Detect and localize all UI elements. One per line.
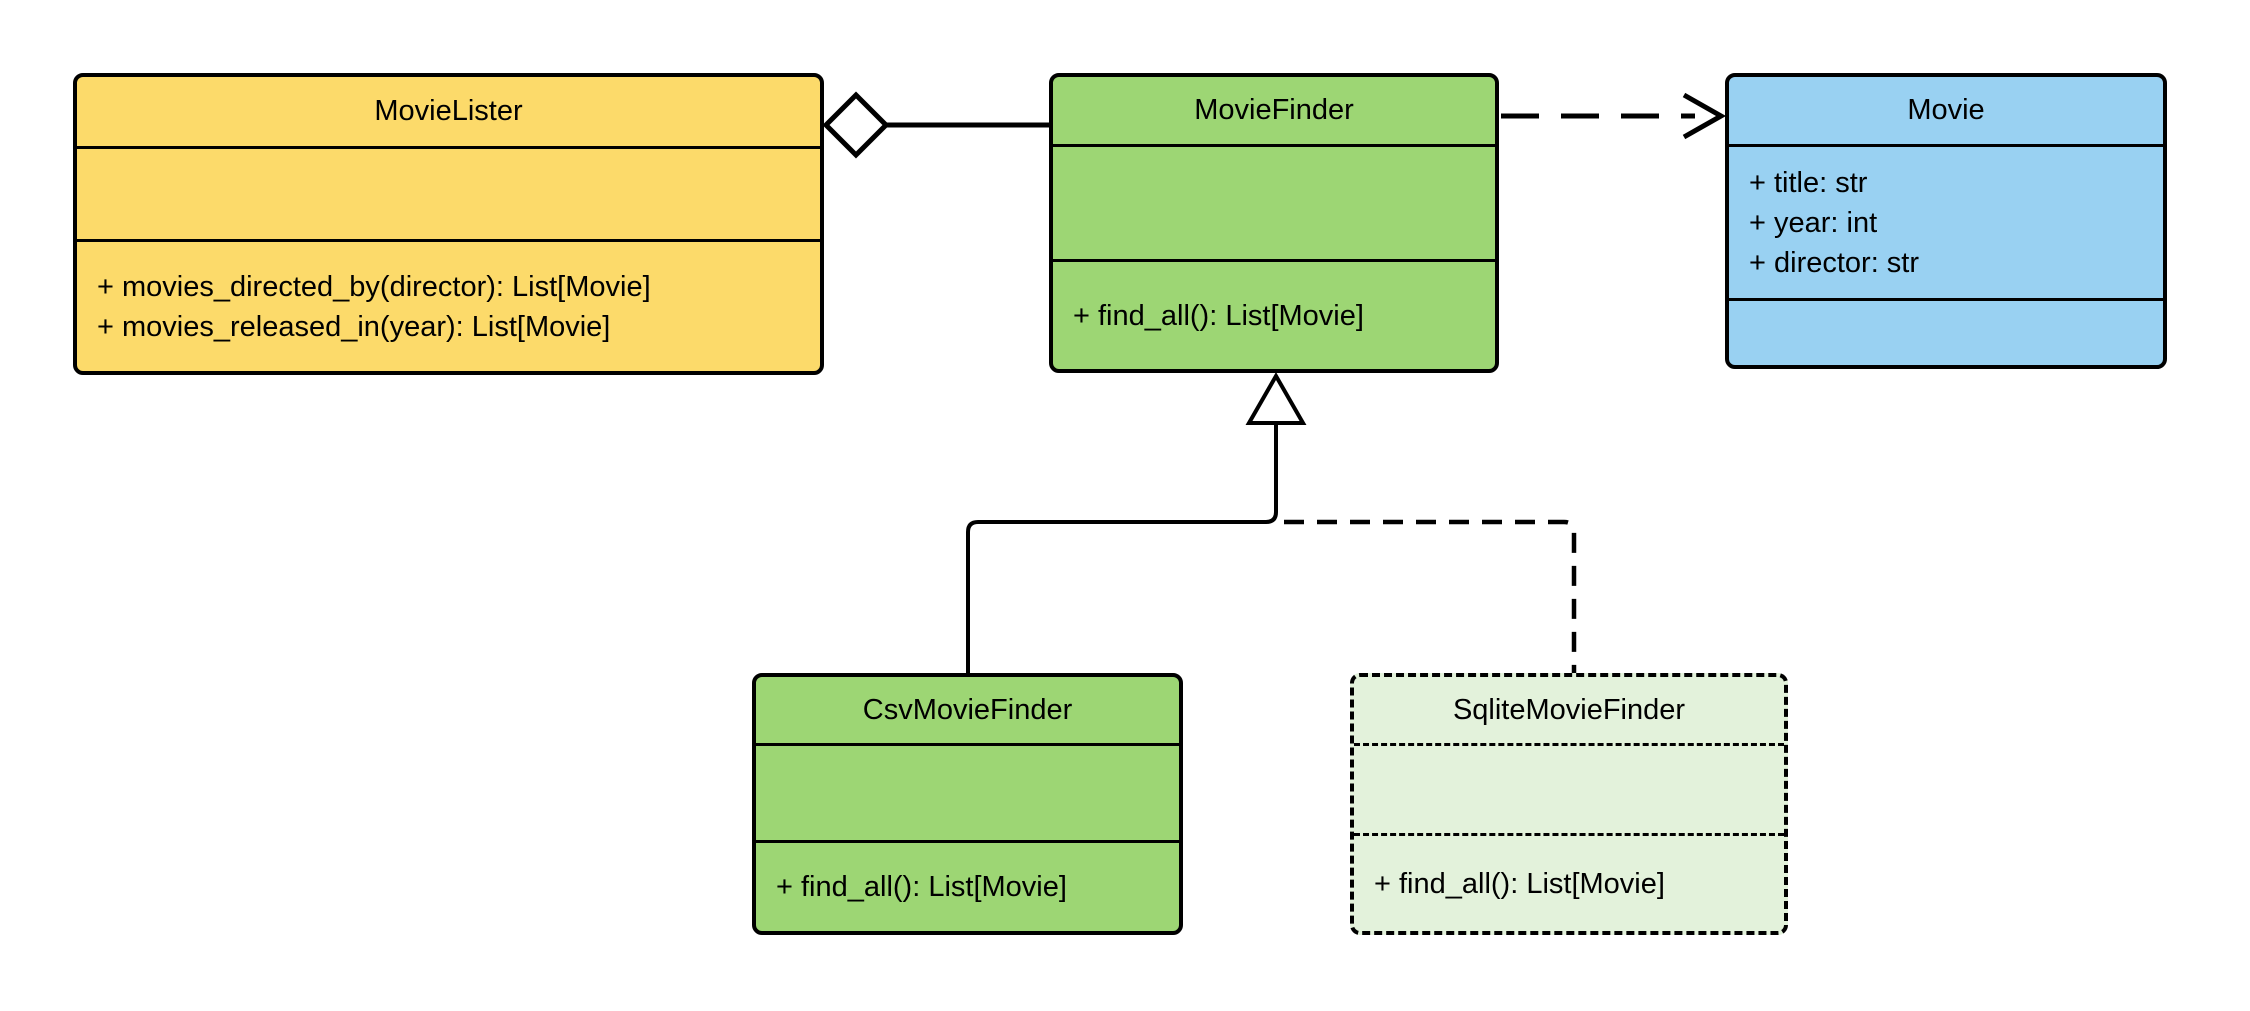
generalization-dashed-line bbox=[1284, 519, 1577, 673]
method-label: + movies_directed_by(director): List[Mov… bbox=[97, 270, 651, 303]
method-label: + find_all(): List[Movie] bbox=[1374, 867, 1665, 900]
methods-compartment: + find_all(): List[Movie] bbox=[1354, 833, 1784, 931]
attributes-compartment bbox=[756, 743, 1179, 840]
hollow-triangle bbox=[1245, 371, 1307, 425]
class-title: MovieLister bbox=[374, 95, 523, 127]
class-title: CsvMovieFinder bbox=[862, 693, 1073, 726]
attributes-compartment bbox=[77, 146, 820, 239]
method-label: + find_all(): List[Movie] bbox=[776, 871, 1067, 903]
methods-compartment: + find_all(): List[Movie] bbox=[1053, 259, 1495, 369]
class-title: MovieFinder bbox=[1194, 94, 1354, 126]
hollow-diamond bbox=[822, 91, 890, 159]
class-box-moviefinder: MovieFinder + find_all(): List[Movie] bbox=[1049, 73, 1499, 373]
class-box-csvmoviefinder: CsvMovieFinder + find_all(): List[Movie] bbox=[752, 673, 1183, 935]
class-box-movie: Movie + title: str + year: int + directo… bbox=[1725, 73, 2167, 369]
methods-compartment bbox=[1729, 298, 2163, 365]
attribute-label: + title: str bbox=[1749, 166, 1868, 199]
open-arrowhead bbox=[1682, 92, 1727, 140]
method-label: + movies_released_in(year): List[Movie] bbox=[97, 310, 611, 343]
generalization-solid-line bbox=[966, 422, 1278, 675]
attributes-compartment: + title: str + year: int + director: str bbox=[1729, 144, 2163, 298]
aggregation-connector bbox=[822, 91, 1051, 159]
attribute-label: + year: int bbox=[1749, 206, 1878, 239]
dependency-connector bbox=[1501, 92, 1727, 140]
generalization-solid-connector bbox=[966, 371, 1307, 675]
methods-compartment: + movies_directed_by(director): List[Mov… bbox=[77, 239, 820, 371]
attribute-label: + director: str bbox=[1749, 246, 1920, 279]
generalization-dashed-connector bbox=[1284, 519, 1577, 673]
attributes-compartment bbox=[1053, 144, 1495, 259]
class-title: Movie bbox=[1907, 94, 1985, 126]
class-box-movielister: MovieLister + movies_directed_by(directo… bbox=[73, 73, 824, 375]
class-box-sqlitemoviefinder: SqliteMovieFinder + find_all(): List[Mov… bbox=[1350, 673, 1788, 935]
methods-compartment: + find_all(): List[Movie] bbox=[756, 840, 1179, 931]
class-title: SqliteMovieFinder bbox=[1452, 693, 1686, 726]
attributes-compartment bbox=[1354, 743, 1784, 833]
method-label: + find_all(): List[Movie] bbox=[1073, 299, 1364, 332]
